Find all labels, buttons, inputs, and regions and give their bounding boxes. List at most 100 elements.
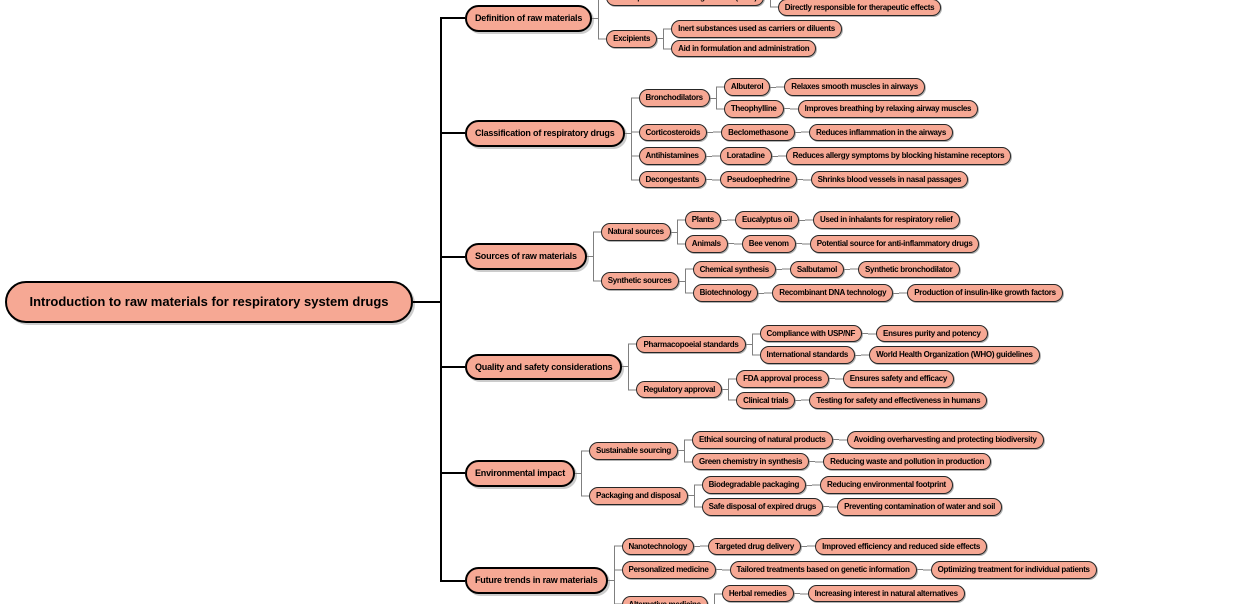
node-sources-of-raw-materials[interactable]: Sources of raw materials — [465, 243, 587, 270]
node-synthetic-bronchodilator[interactable]: Synthetic bronchodilator — [858, 260, 960, 279]
children-of-targeted-drug-delivery: Improved efficiency and reduced side eff… — [807, 537, 988, 557]
children-of-excipients: Inert substances used as carriers or dil… — [663, 19, 842, 58]
subtree-regulatory-approval: Regulatory approval FDA approval process E… — [628, 366, 988, 412]
children-of-packaging-and-disposal: Biodegradable packaging Reducing environm… — [693, 474, 1003, 517]
node-eucalyptus-oil[interactable]: Eucalyptus oil — [734, 211, 799, 230]
connector-line — [687, 495, 694, 497]
node-ethical-sourcing-of-natural-products[interactable]: Ethical sourcing of natural products — [691, 431, 833, 449]
node-regulatory-approval[interactable]: Regulatory approval — [636, 380, 723, 399]
node-beclomethasone[interactable]: Beclomethasone — [721, 123, 795, 142]
subtree-recombinant-dna-technology: Recombinant DNA technology Production of … — [764, 282, 1063, 304]
subtree-decongestants: Decongestants Pseudoephedrine Shrinks bloo… — [630, 167, 969, 192]
subtree-herbal-remedies: Herbal remedies Increasing interest in na… — [713, 583, 965, 604]
node-green-chemistry-in-synthesis[interactable]: Green chemistry in synthesis — [691, 452, 810, 471]
node-theophylline[interactable]: Theophylline — [723, 100, 784, 118]
children-of-tailored-treatments-based-on-genetic-information: Optimizing treatment for individual pati… — [923, 560, 1097, 580]
connector-line — [607, 580, 614, 582]
subtree-tailored-treatments-based-on-genetic-information: Tailored treatments based on genetic inf… — [722, 559, 1097, 581]
node-animals[interactable]: Animals — [684, 235, 728, 253]
node-preventing-contamination-of-water-and-soil[interactable]: Preventing contamination of water and so… — [837, 497, 1003, 516]
subtree-antihistamines: Antihistamines Loratadine Reduces allergy … — [630, 144, 1012, 168]
node-tailored-treatments-based-on-genetic-information[interactable]: Tailored treatments based on genetic inf… — [729, 561, 917, 579]
children-of-green-chemistry-in-synthesis: Reducing waste and pollution in producti… — [815, 452, 992, 472]
node-improved-efficiency-and-reduced-side-effects[interactable]: Improved efficiency and reduced side eff… — [815, 537, 988, 556]
node-antihistamines[interactable]: Antihistamines — [638, 147, 706, 165]
subtree-world-health-organization-who-guidelines: World Health Organization (WHO) guidelin… — [861, 345, 1040, 365]
subtree-eucalyptus-oil: Eucalyptus oil Used in inhalants for resp… — [727, 209, 960, 231]
node-clinical-trials[interactable]: Clinical trials — [736, 391, 796, 410]
node-decongestants[interactable]: Decongestants — [638, 170, 706, 189]
connector-line — [575, 472, 582, 474]
node-biodegradable-packaging[interactable]: Biodegradable packaging — [701, 476, 807, 494]
node-excipients[interactable]: Excipients — [606, 30, 658, 48]
subtree-testing-for-safety-and-effectiveness-in-humans: Testing for safety and effectiveness in … — [801, 391, 988, 411]
connector-line — [705, 155, 712, 157]
node-safe-disposal-of-expired-drugs[interactable]: Safe disposal of expired drugs — [701, 497, 824, 516]
subtree-excipients: Excipients Inert substances used as carri… — [598, 18, 842, 59]
subtree-packaging-and-disposal: Packaging and disposal Biodegradable pack… — [581, 473, 1003, 518]
node-directly-responsible-for-therapeutic-effects[interactable]: Directly responsible for therapeutic eff… — [777, 0, 942, 17]
node-international-standards[interactable]: International standards — [759, 346, 856, 364]
node-pharmacopoeial-standards[interactable]: Pharmacopoeial standards — [636, 335, 746, 354]
node-ensures-safety-and-efficacy[interactable]: Ensures safety and efficacy — [842, 369, 955, 388]
node-biotechnology[interactable]: Biotechnology — [692, 284, 759, 302]
node-potential-source-for-anti-inflammatory-drugs[interactable]: Potential source for anti-inflammatory d… — [809, 235, 980, 253]
children-of-eucalyptus-oil: Used in inhalants for respiratory relief — [805, 210, 960, 230]
node-production-of-insulin-like-growth-factors[interactable]: Production of insulin-like growth factor… — [907, 284, 1063, 302]
node-alternative-medicine[interactable]: Alternative medicine — [621, 595, 708, 604]
node-corticosteroids[interactable]: Corticosteroids — [638, 123, 708, 142]
node-ensures-purity-and-potency[interactable]: Ensures purity and potency — [876, 324, 988, 343]
node-loratadine[interactable]: Loratadine — [719, 147, 772, 165]
node-testing-for-safety-and-effectiveness-in-humans[interactable]: Testing for safety and effectiveness in … — [809, 391, 988, 410]
node-personalized-medicine[interactable]: Personalized medicine — [621, 561, 716, 579]
node-improves-breathing-by-relaxing-airway-muscles[interactable]: Improves breathing by relaxing airway mu… — [797, 100, 979, 118]
node-relaxes-smooth-muscles-in-airways[interactable]: Relaxes smooth muscles in airways — [784, 78, 925, 97]
node-sustainable-sourcing[interactable]: Sustainable sourcing — [589, 441, 678, 460]
node-definition-of-raw-materials[interactable]: Definition of raw materials — [465, 4, 593, 32]
node-optimizing-treatment-for-individual-patients[interactable]: Optimizing treatment for individual pati… — [930, 561, 1097, 579]
subtree-preventing-contamination-of-water-and-soil: Preventing contamination of water and so… — [829, 497, 1003, 517]
node-plants[interactable]: Plants — [684, 211, 721, 230]
subtree-introduction-to-raw-materials-for-respiratory-sy: Introduction to raw materials for respir… — [0, 0, 1097, 604]
node-active-pharmaceutical-ingredients-apis[interactable]: Active pharmaceutical ingredients (APIs) — [606, 0, 764, 7]
node-pseudoephedrine[interactable]: Pseudoephedrine — [720, 170, 797, 189]
node-shrinks-blood-vessels-in-nasal-passages[interactable]: Shrinks blood vessels in nasal passages — [810, 170, 969, 189]
node-quality-and-safety-considerations[interactable]: Quality and safety considerations — [465, 353, 623, 381]
node-inert-substances-used-as-carriers-or-diluents[interactable]: Inert substances used as carriers or dil… — [671, 20, 842, 38]
node-bronchodilators[interactable]: Bronchodilators — [638, 89, 710, 107]
node-reducing-environmental-footprint[interactable]: Reducing environmental footprint — [820, 476, 953, 494]
connector-line — [832, 439, 839, 441]
node-recombinant-dna-technology[interactable]: Recombinant DNA technology — [772, 284, 894, 302]
connector-line — [795, 131, 801, 133]
node-aid-in-formulation-and-administration[interactable]: Aid in formulation and administration — [671, 39, 817, 58]
node-natural-sources[interactable]: Natural sources — [600, 223, 671, 241]
children-of-future-trends-in-raw-materials: Nanotechnology Targeted drug delivery Impr… — [613, 535, 1097, 604]
node-salbutamol[interactable]: Salbutamol — [789, 260, 845, 279]
node-herbal-remedies[interactable]: Herbal remedies — [721, 584, 794, 603]
node-world-health-organization-who-guidelines[interactable]: World Health Organization (WHO) guidelin… — [869, 346, 1040, 364]
node-increasing-interest-in-natural-alternatives[interactable]: Increasing interest in natural alternati… — [807, 584, 965, 603]
node-avoiding-overharvesting-and-protecting-biodivers[interactable]: Avoiding overharvesting and protecting b… — [846, 431, 1044, 449]
node-introduction-to-raw-materials-for-respiratory-sy[interactable]: Introduction to raw materials for respir… — [5, 280, 413, 324]
subtree-sustainable-sourcing: Sustainable sourcing Ethical sourcing of … — [581, 428, 1044, 474]
node-reducing-waste-and-pollution-in-production[interactable]: Reducing waste and pollution in producti… — [823, 452, 992, 471]
node-classification-of-respiratory-drugs[interactable]: Classification of respiratory drugs — [465, 120, 625, 147]
node-targeted-drug-delivery[interactable]: Targeted drug delivery — [708, 537, 802, 556]
node-chemical-synthesis[interactable]: Chemical synthesis — [692, 260, 776, 279]
node-albuterol[interactable]: Albuterol — [723, 78, 771, 97]
children-of-environmental-impact: Sustainable sourcing Ethical sourcing of … — [581, 428, 1044, 518]
node-future-trends-in-raw-materials[interactable]: Future trends in raw materials — [465, 567, 608, 595]
node-environmental-impact[interactable]: Environmental impact — [465, 459, 576, 487]
node-reduces-allergy-symptoms-by-blocking-histamine-r[interactable]: Reduces allergy symptoms by blocking his… — [785, 147, 1012, 165]
node-reduces-inflammation-in-the-airways[interactable]: Reduces inflammation in the airways — [809, 123, 953, 142]
node-synthetic-sources[interactable]: Synthetic sources — [600, 272, 679, 290]
node-used-in-inhalants-for-respiratory-relief[interactable]: Used in inhalants for respiratory relief — [813, 211, 960, 230]
node-compliance-with-usp-nf[interactable]: Compliance with USP/NF — [759, 324, 863, 343]
node-fda-approval-process[interactable]: FDA approval process — [736, 369, 829, 388]
node-nanotechnology[interactable]: Nanotechnology — [621, 537, 695, 556]
connector-line — [413, 301, 440, 303]
subtree-salbutamol: Salbutamol Synthetic bronchodilator — [782, 259, 960, 281]
node-bee-venom[interactable]: Bee venom — [741, 235, 796, 253]
connector-line — [720, 219, 727, 221]
node-packaging-and-disposal[interactable]: Packaging and disposal — [589, 487, 688, 505]
